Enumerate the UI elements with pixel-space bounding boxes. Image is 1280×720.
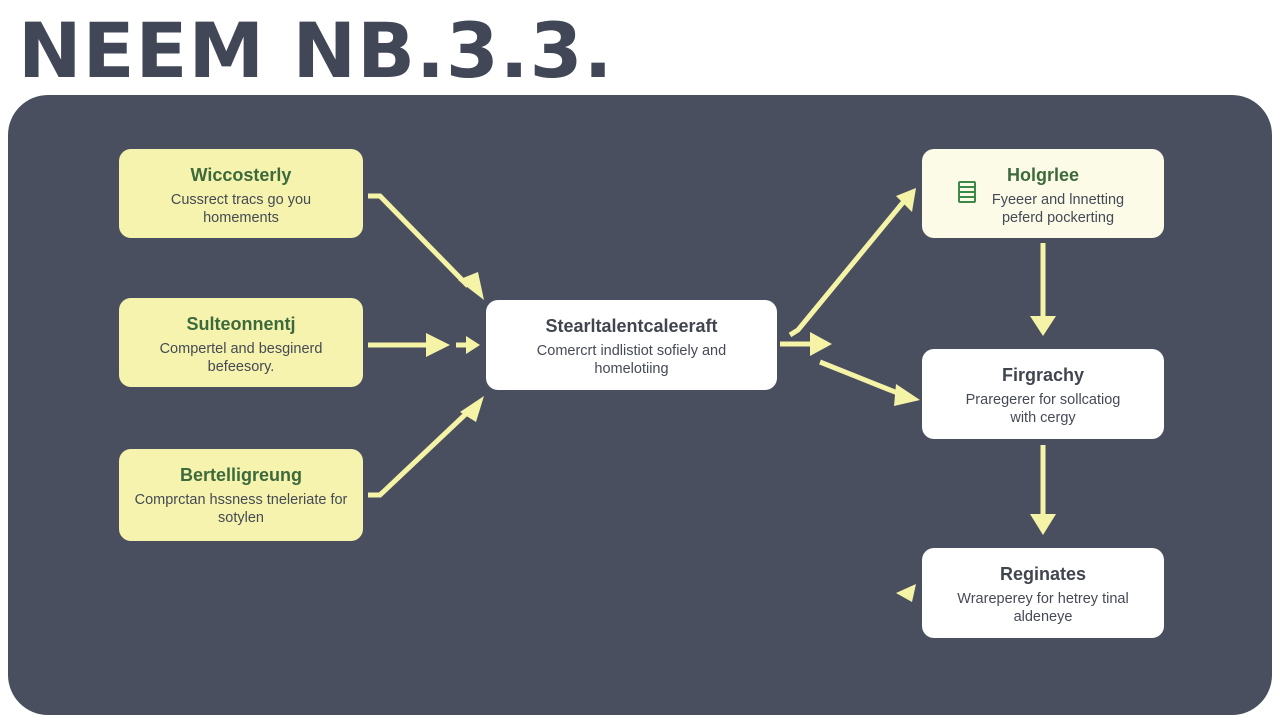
node-heading: Firgrachy (1001, 365, 1085, 385)
node-heading: Holgrlee (1006, 165, 1080, 185)
arrowhead (1030, 514, 1056, 535)
node-heading: Stearltalentcaleeraft (545, 316, 718, 336)
node-heading: Reginates (999, 564, 1087, 584)
node-description: Compertel and besginerd befeesory. (159, 341, 323, 375)
arrowhead (810, 332, 832, 356)
arrow-center-to-output2 (819, 359, 906, 399)
node-description: Comercrt indlistiot sofiely and homeloti… (536, 343, 727, 377)
arrow-center-to-output1 (788, 198, 907, 338)
node-heading: Sulteonnentj (186, 314, 296, 334)
arrowhead (426, 333, 450, 357)
arrowhead (896, 188, 916, 212)
arrow-input3-to-center (368, 408, 472, 498)
arrowhead (466, 336, 480, 354)
node-description: Cussrect tracs go you homements (170, 192, 312, 226)
node-description: Comprctan hssness tneleriate for sotylen (134, 492, 348, 526)
input-node-3[interactable]: Bertelligreung Comprctan hssness tneleri… (119, 449, 363, 541)
arrowhead (1030, 316, 1056, 336)
node-heading: Bertelligreung (179, 465, 303, 485)
output-node-1[interactable]: Holgrlee Fyeeer and lnnetting peferd poc… (922, 149, 1164, 238)
arrowhead (460, 396, 484, 422)
node-description: Praregerer for sollcatiog with cergy (965, 392, 1121, 426)
arrow-input1-to-center (368, 193, 470, 288)
center-node[interactable]: Stearltalentcaleeraft Comercrt indlistio… (486, 300, 777, 390)
node-heading: Wiccosterly (190, 165, 292, 185)
arrowhead (896, 584, 916, 602)
arrowhead (458, 272, 484, 300)
spreadsheet-icon (958, 181, 976, 203)
arrowhead (894, 384, 920, 406)
input-node-2[interactable]: Sulteonnentj Compertel and besginerd bef… (119, 298, 363, 387)
node-description: Fyeeer and lnnetting peferd pockerting (991, 192, 1125, 226)
input-node-1[interactable]: Wiccosterly Cussrect tracs go you homeme… (119, 149, 363, 238)
node-description: Wrareperey for hetrey tinal aldeneye (957, 591, 1129, 625)
output-node-3[interactable]: Reginates Wrareperey for hetrey tinal al… (922, 548, 1164, 638)
output-node-2[interactable]: Firgrachy Praregerer for sollcatiog with… (922, 349, 1164, 439)
page-title: NEEM NB.3.3. (18, 6, 614, 95)
